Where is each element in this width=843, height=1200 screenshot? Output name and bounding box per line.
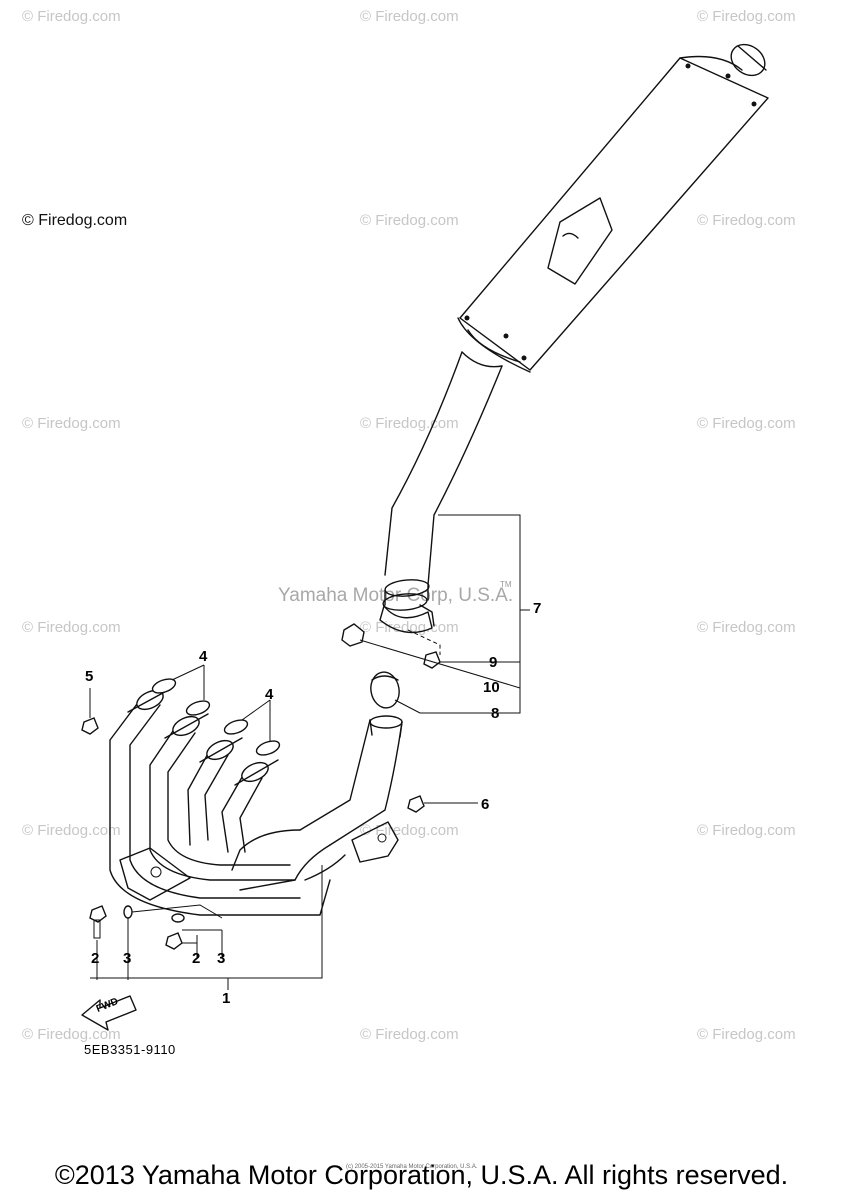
watermark: © Firedog.com (360, 1026, 459, 1043)
callout-8: 8 (491, 705, 500, 722)
muffler (457, 43, 769, 373)
callout-5: 5 (85, 668, 94, 685)
callout-6: 6 (481, 796, 490, 813)
watermark: © Firedog.com (22, 1026, 121, 1043)
watermark: © Firedog.com (360, 415, 459, 432)
clamp (379, 604, 435, 634)
watermark: © Firedog.com (697, 1026, 796, 1043)
callout-3: 3 (217, 950, 226, 967)
watermark: © Firedog.com (360, 212, 459, 229)
watermark: © Firedog.com (22, 822, 121, 839)
watermark: © Firedog.com (697, 619, 796, 636)
fwd-arrow (81, 995, 137, 1031)
link-pipe (382, 351, 503, 611)
watermark: © Firedog.com (22, 415, 121, 432)
callout-7: 7 (533, 600, 542, 617)
watermark: © Firedog.com (697, 822, 796, 839)
watermark: © Firedog.com (22, 619, 121, 636)
watermark: © Firedog.com (22, 8, 121, 25)
callout-2: 2 (91, 950, 100, 967)
watermark: © Firedog.com (360, 8, 459, 25)
watermark: © Firedog.com (697, 8, 796, 25)
callout-2: 2 (192, 950, 201, 967)
watermark: © Firedog.com (697, 415, 796, 432)
callout-10: 10 (483, 679, 500, 696)
callout-4: 4 (265, 686, 274, 703)
callout-3: 3 (123, 950, 132, 967)
callout-4: 4 (199, 648, 208, 665)
part-code: 5EB3351-9110 (84, 1042, 176, 1057)
callout-9: 9 (489, 654, 498, 671)
watermark: © Firedog.com (697, 212, 796, 229)
small-copyright: (c) 2005-2015 Yamaha Motor Corporation, … (346, 1164, 478, 1170)
callout-1: 1 (222, 990, 231, 1007)
footer-copyright: ©2013 Yamaha Motor Corporation, U.S.A. A… (54, 1160, 789, 1190)
header-collector (109, 687, 403, 916)
tm-mark: TM (500, 580, 512, 589)
watermark: © Firedog.com (22, 212, 128, 229)
